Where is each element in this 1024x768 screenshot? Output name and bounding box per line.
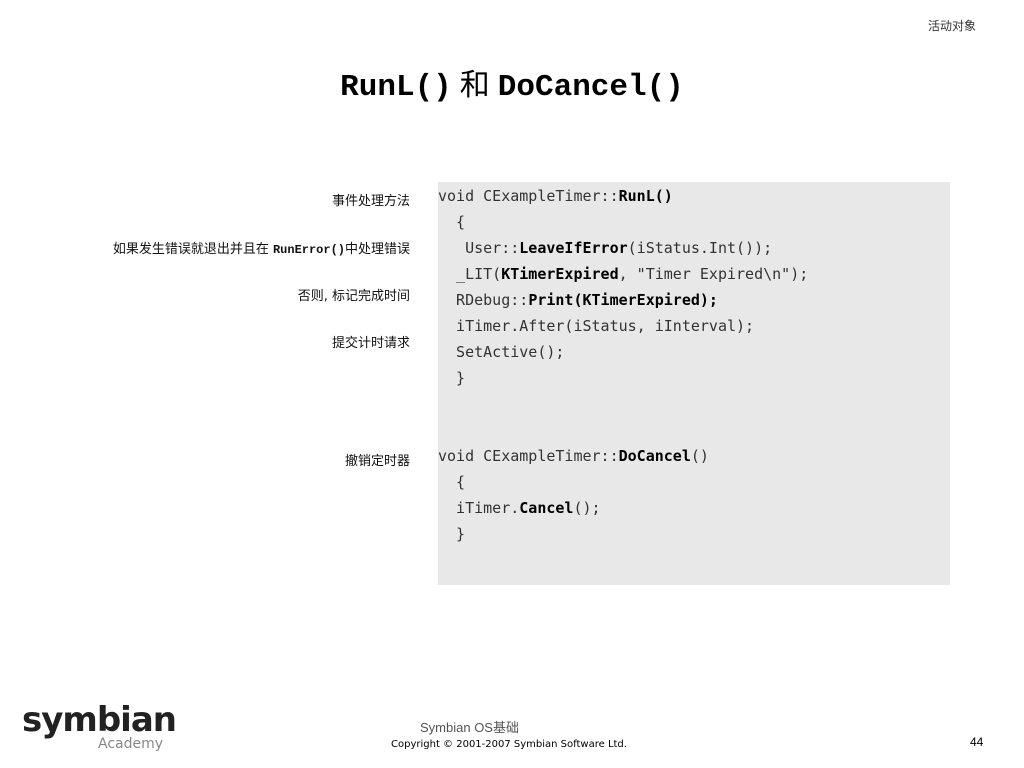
code-line: void CExampleTimer::RunL()	[438, 187, 673, 205]
code-line: }	[438, 369, 466, 387]
code-line: iTimer.After(iStatus, iInterval);	[438, 317, 755, 335]
logo-subtitle: Academy	[98, 736, 164, 752]
title-runl: RunL()	[340, 70, 452, 105]
symbian-academy-logo: symbian Academy	[22, 700, 177, 752]
code-line: _LIT(KTimerExpired, "Timer Expired\n");	[438, 265, 809, 283]
code-line: void CExampleTimer::DoCancel()	[438, 447, 709, 465]
copyright-notice: Copyright © 2001-2007 Symbian Software L…	[391, 739, 627, 750]
annotation-prefix: 如果发生错误就退出并且在	[112, 242, 273, 257]
annotation-leave-if-error: 如果发生错误就退出并且在 RunError()中处理错误	[113, 238, 410, 257]
title-docancel: DoCancel()	[497, 70, 684, 105]
page-number: 44	[970, 735, 984, 749]
code-line: {	[438, 473, 466, 491]
code-line: SetActive();	[438, 343, 565, 361]
annotation-suffix: 中处理错误	[344, 242, 410, 257]
code-line: RDebug::Print(KTimerExpired);	[438, 291, 718, 309]
title-connector: 和	[459, 68, 490, 103]
annotation-mark-complete: 否则, 标记完成时间	[297, 289, 410, 304]
code-line: User::LeaveIfError(iStatus.Int());	[438, 239, 773, 257]
section-label: 活动对象	[927, 19, 976, 33]
annotation-event-handler: 事件处理方法	[331, 194, 410, 209]
code-line: {	[438, 213, 466, 231]
logo-wordmark: symbian	[22, 700, 177, 740]
code-line: iTimer.Cancel();	[438, 499, 601, 517]
annotation-cancel-timer: 撤销定时器	[344, 454, 410, 469]
annotation-submit-request: 提交计时请求	[331, 336, 410, 351]
code-block	[438, 182, 950, 585]
code-line: }	[438, 525, 466, 543]
annotation-code: RunError()	[272, 243, 345, 257]
course-title: Symbian OS基础	[420, 720, 519, 735]
